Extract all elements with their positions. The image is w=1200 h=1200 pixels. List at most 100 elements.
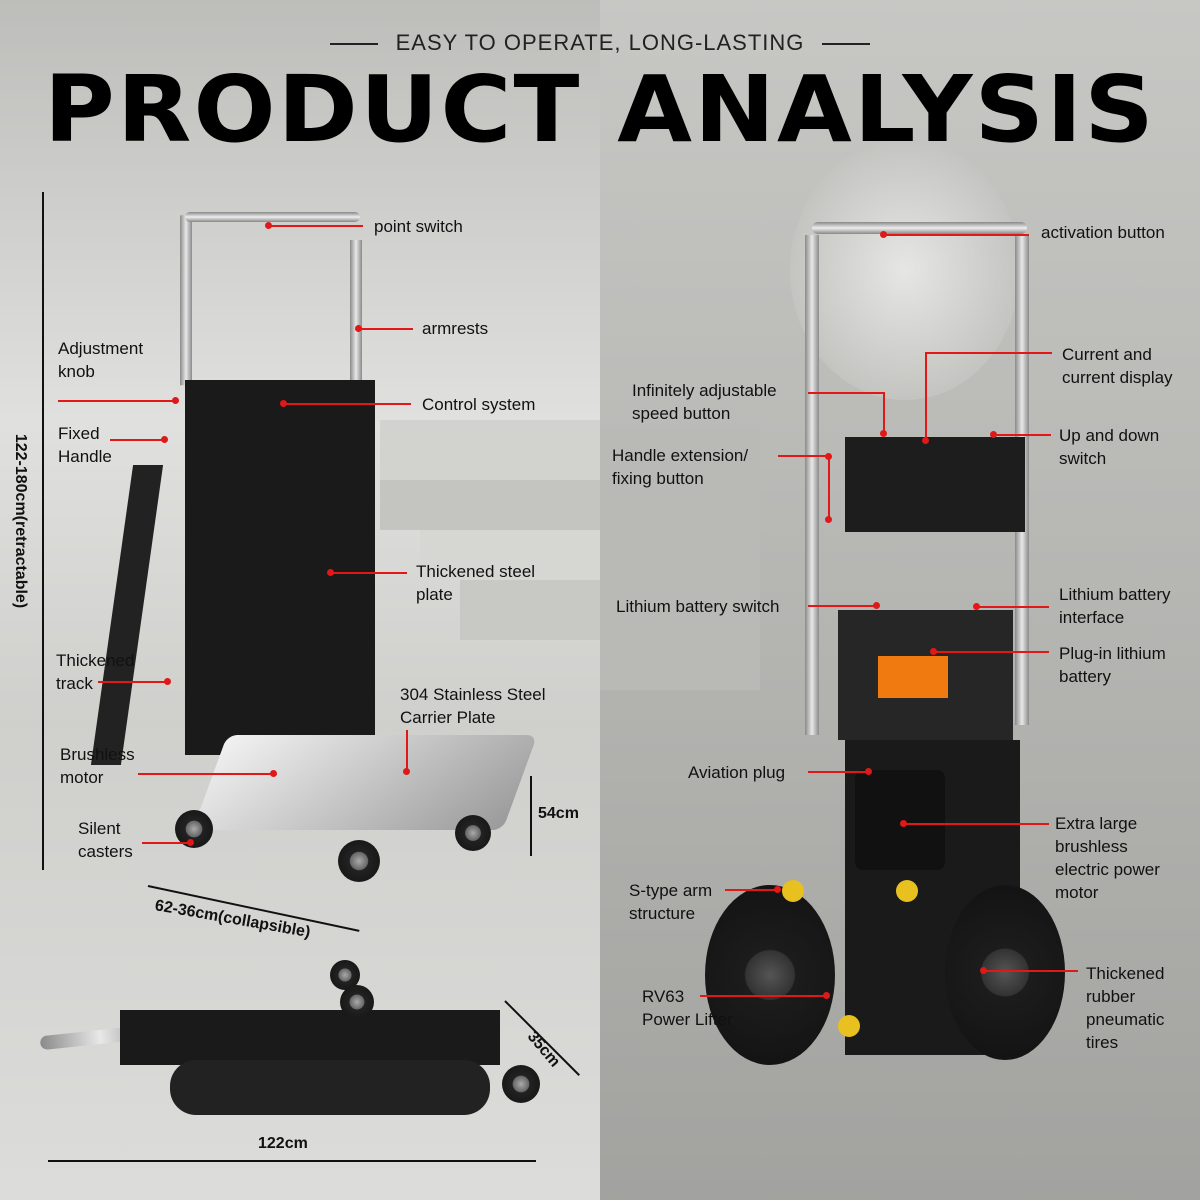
callout-line [808, 392, 884, 394]
depth-dimension-label: 54cm [538, 805, 579, 822]
label-speed-button: Infinitely adjustable speed button [632, 381, 777, 423]
subtitle-rule-right [822, 43, 871, 46]
label-fixed-handle: Fixed Handle [58, 424, 112, 466]
page-title: PRODUCT ANALYSIS [44, 56, 1156, 163]
height-dimension-line [42, 192, 44, 870]
label-armrests: armrests [422, 319, 489, 338]
motor-body [855, 770, 945, 870]
callout-dot [873, 602, 880, 609]
caster-wheel [338, 840, 380, 882]
label-battery-switch: Lithium battery switch [616, 597, 780, 616]
callout-dot [823, 992, 830, 999]
carrier-plate [192, 735, 538, 830]
pneumatic-tire [705, 885, 835, 1065]
callout-line [993, 434, 1051, 436]
callout-line [406, 730, 408, 772]
label-pneumatic-tires: Thickened rubber pneumatic tires [1086, 964, 1165, 1052]
callout-dot [172, 397, 179, 404]
handle-top-bar [812, 222, 1027, 234]
callout-line [142, 842, 190, 844]
callout-line [268, 225, 363, 227]
battery-warning-label [878, 656, 948, 698]
callout-dot [922, 437, 929, 444]
subtitle-rule-left [329, 43, 378, 46]
callout-line [58, 400, 176, 402]
callout-line [778, 455, 830, 457]
callout-dot [161, 436, 168, 443]
label-silent-casters: Silent casters [78, 819, 133, 861]
window-arch [790, 140, 1020, 400]
caster-wheel [502, 1065, 540, 1103]
callout-line [808, 605, 876, 607]
callout-dot [825, 453, 832, 460]
label-handle-extension: Handle extension/ fixing button [612, 446, 749, 488]
handle-bar-left [805, 235, 819, 735]
caster-wheel [175, 810, 213, 848]
folded-length-dimension-line [48, 1160, 536, 1162]
callout-line [828, 455, 830, 519]
callout-line [925, 352, 927, 440]
label-thickened-track: Thickened track [56, 651, 135, 693]
stair-step [380, 480, 600, 530]
callout-line [330, 572, 407, 574]
label-thickened-steel-plate: Thickened steel plate [416, 562, 536, 604]
callout-dot [187, 839, 194, 846]
callout-line [725, 889, 777, 891]
callout-dot [403, 768, 410, 775]
roller [896, 880, 918, 902]
handle-bar-left [180, 214, 192, 386]
callout-line [976, 606, 1049, 608]
stair-step [380, 420, 600, 480]
label-s-type-arm: S-type arm structure [629, 881, 713, 923]
callout-dot [865, 768, 872, 775]
roller [782, 880, 804, 902]
callout-line [983, 970, 1078, 972]
label-up-down-switch: Up and down switch [1059, 426, 1160, 468]
callout-dot [774, 886, 781, 893]
callout-dot [164, 678, 171, 685]
caster-wheel [455, 815, 491, 851]
folded-track [170, 1060, 490, 1115]
label-battery-interface: Lithium battery interface [1059, 585, 1171, 627]
pneumatic-tire [945, 885, 1065, 1060]
subtitle: EASY TO OPERATE, LONG-LASTING [0, 30, 1200, 56]
stair-step [420, 530, 600, 580]
callout-line [98, 681, 168, 683]
label-activation-button: activation button [1041, 223, 1165, 242]
label-plugin-battery: Plug-in lithium battery [1059, 644, 1166, 686]
callout-line [808, 771, 868, 773]
steel-plate-body [185, 380, 375, 755]
callout-line [138, 773, 273, 775]
subtitle-text: EASY TO OPERATE, LONG-LASTING [395, 30, 805, 55]
caster-wheel [340, 985, 374, 1019]
handle-top-bar [185, 212, 360, 222]
label-control-system: Control system [422, 395, 536, 414]
folded-frame [120, 1010, 500, 1065]
roller [838, 1015, 860, 1037]
label-aviation-plug: Aviation plug [688, 763, 786, 782]
callout-line [883, 392, 885, 434]
callout-line [358, 328, 413, 330]
label-current-display: Current and current display [1062, 345, 1173, 387]
callout-dot [270, 770, 277, 777]
callout-line [283, 403, 411, 405]
label-power-lifter: RV63 Power Lifter [642, 987, 733, 1029]
stair-step [460, 580, 600, 640]
stair-wall [600, 430, 760, 690]
label-carrier-plate: 304 Stainless Steel Carrier Plate [400, 685, 546, 727]
callout-dot [880, 430, 887, 437]
callout-line [933, 651, 1049, 653]
callout-line [110, 439, 165, 441]
depth-dimension-line [530, 776, 532, 856]
callout-dot [825, 516, 832, 523]
callout-line [700, 995, 826, 997]
height-dimension-label: 122-180cm(retractable) [12, 433, 29, 609]
label-point-switch: point switch [374, 217, 463, 236]
label-adjustment-knob: Adjustment knob [58, 339, 144, 381]
callout-line [903, 823, 1049, 825]
callout-line [926, 352, 1052, 354]
control-box [845, 437, 1025, 532]
folded-length-dimension-label: 122cm [258, 1135, 308, 1152]
label-power-motor: Extra large brushless electric power mot… [1055, 814, 1160, 902]
callout-line [883, 234, 1029, 236]
